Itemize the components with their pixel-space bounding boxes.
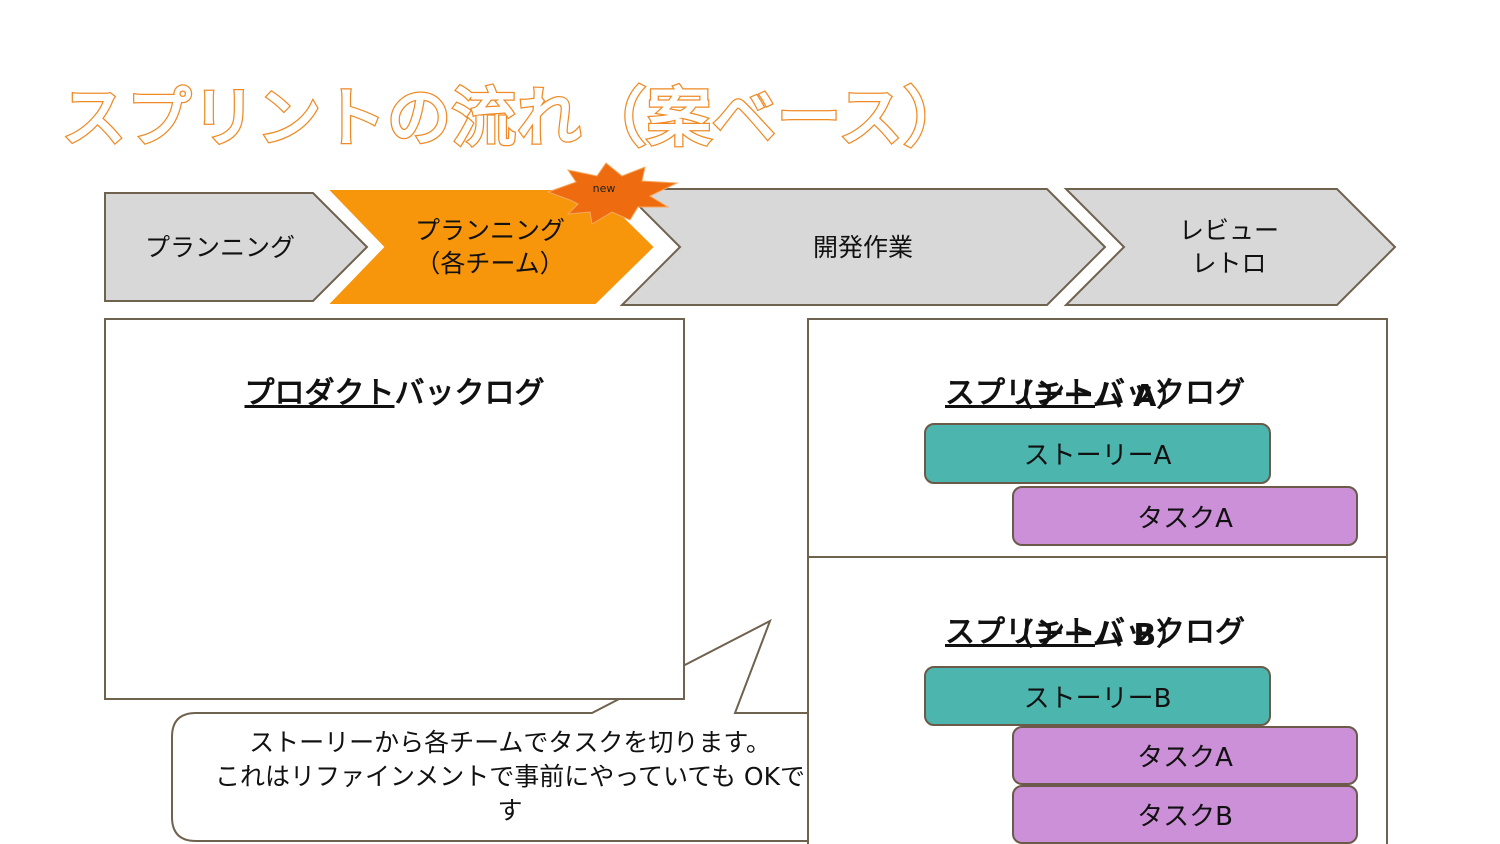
flow-step-planning-label: プランニング <box>144 232 295 262</box>
team-a-title-underlined: スプリント <box>945 376 1095 411</box>
team-a-task-card: タスクA <box>1012 486 1358 546</box>
team-a-sprint-backlog-title: スプリントバックログ <box>920 334 1270 414</box>
new-burst-badge <box>546 162 679 225</box>
slide-title: スプリントの流れ（案ベース） <box>61 82 969 156</box>
team-b-sprint-backlog-title: スプリントバックログ <box>920 573 1270 653</box>
team-a-team-line: （チーム A） <box>1003 379 1187 414</box>
team-a-story-card: ストーリーA <box>924 423 1271 484</box>
flow-step-review-label: レビュー レトロ <box>1178 216 1279 278</box>
team-b-title-rest: バックログ <box>1095 615 1245 650</box>
team-a-title-rest: バックログ <box>1095 376 1245 411</box>
product-backlog-title: プロダクトバックログ <box>104 334 685 414</box>
flow-step-review-shape <box>1063 188 1397 306</box>
flow-step-development-shape <box>619 188 1107 306</box>
flow-step-development-label: 開発作業 <box>812 232 913 262</box>
team-b-task-card-a: タスクA <box>1012 726 1358 785</box>
team-b-task-card-b: タスクB <box>1012 785 1358 844</box>
team-b-team-line: （チーム B） <box>1003 618 1187 653</box>
product-backlog-panel <box>104 318 685 700</box>
team-b-story-card: ストーリーB <box>924 666 1271 726</box>
callout-text: ストーリーから各チームでタスクを切ります。 これはリファインメントで事前にやって… <box>214 728 806 825</box>
new-badge-label: new <box>592 182 616 195</box>
flow-step-team-planning-label: プランニング （各チーム） <box>414 216 565 278</box>
product-backlog-title-rest: バックログ <box>394 376 545 411</box>
flow-step-planning-shape <box>104 192 369 302</box>
product-backlog-title-underlined: プロダクト <box>244 376 395 411</box>
team-b-title-underlined: スプリント <box>945 615 1095 650</box>
